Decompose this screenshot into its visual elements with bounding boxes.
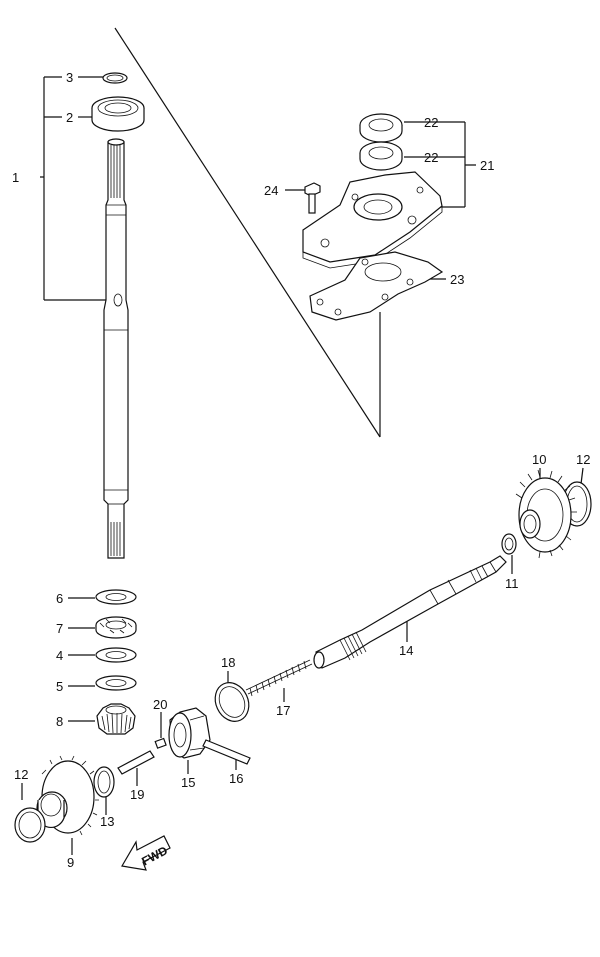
callout-23: 23 (450, 272, 464, 287)
callout-9: 9 (67, 855, 74, 870)
forward-gear-part-10 (515, 469, 577, 559)
callout-1: 1 (12, 170, 19, 185)
leader-lines (21, 27, 584, 855)
washer-part-4 (95, 647, 137, 663)
seal-housing-part-21 (302, 171, 443, 269)
washer-part-11 (501, 533, 517, 555)
callout-labels: 1 2 3 4 5 6 7 8 9 10 11 12 12 13 14 15 1… (12, 70, 590, 870)
callout-7: 7 (56, 621, 63, 636)
propeller-shaft-part-14 (313, 555, 507, 669)
callout-18: 18 (221, 655, 235, 670)
push-rod-part-19 (117, 750, 155, 775)
washer-part-6 (95, 589, 137, 605)
oil-seal-part-22-lower (359, 141, 403, 171)
pinion-gear-part-8 (96, 703, 136, 735)
callout-22-lower: 22 (424, 150, 438, 165)
callout-2: 2 (66, 110, 73, 125)
callout-13: 13 (100, 814, 114, 829)
clutch-dog-part-15 (168, 707, 211, 759)
bearing-part-2 (91, 96, 145, 132)
callout-14: 14 (399, 643, 413, 658)
callout-11: 11 (505, 576, 519, 591)
pin-part-16 (202, 739, 251, 765)
callout-6: 6 (56, 591, 63, 606)
callout-3: 3 (66, 70, 73, 85)
bolt-part-24 (304, 182, 321, 214)
reverse-gear-part-9 (36, 755, 99, 836)
washer-part-13 (93, 766, 115, 798)
gasket-part-23 (309, 251, 444, 321)
shim-part-12-left (14, 807, 46, 843)
pin-part-20 (154, 737, 167, 749)
driveshaft-part-1 (103, 138, 129, 559)
callout-12-left: 12 (14, 767, 28, 782)
circlip-part-3 (102, 72, 128, 84)
thrust-bearing-part-7 (95, 616, 137, 639)
callout-4: 4 (56, 648, 63, 663)
callout-17: 17 (276, 703, 290, 718)
callout-24: 24 (264, 183, 278, 198)
callout-16: 16 (229, 771, 243, 786)
spring-part-17 (245, 659, 313, 697)
callout-8: 8 (56, 714, 63, 729)
ring-part-18 (214, 682, 250, 722)
washer-part-5 (95, 675, 137, 691)
callout-19: 19 (130, 787, 144, 802)
callout-15: 15 (181, 775, 195, 790)
callout-12-right: 12 (576, 452, 590, 467)
callout-22-upper: 22 (424, 115, 438, 130)
callout-10: 10 (532, 452, 546, 467)
oil-seal-part-22-upper (359, 113, 403, 143)
fwd-arrow-icon: FWD (121, 835, 171, 871)
callout-21: 21 (480, 158, 494, 173)
callout-20: 20 (153, 697, 167, 712)
callout-5: 5 (56, 679, 63, 694)
